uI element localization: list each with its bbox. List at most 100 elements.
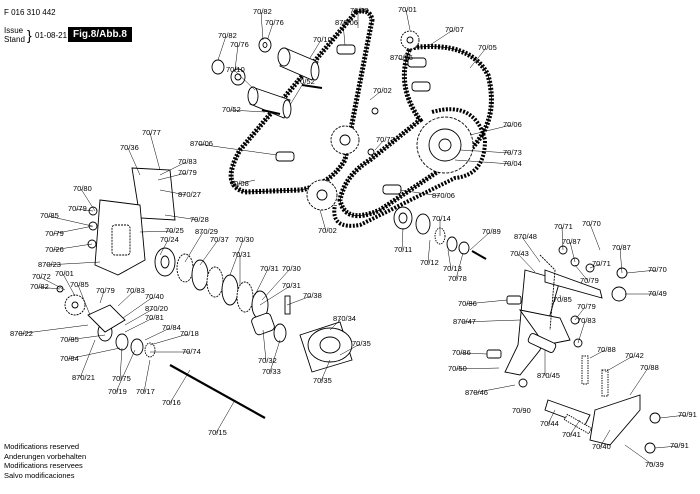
part-callout: 70/76 [230, 40, 249, 49]
leader-line [547, 409, 556, 425]
part-callout: 70/12 [420, 258, 439, 267]
leader-line [261, 268, 291, 301]
part-callout: 70/72 [32, 272, 51, 281]
part-callout: 70/81 [145, 313, 164, 322]
part-callout: 70/26 [45, 245, 64, 254]
part-callout: 870/46 [465, 388, 488, 397]
part-callout: 70/89 [482, 227, 501, 236]
part-callout: 70/86 [452, 348, 471, 357]
part-callout: 70/37 [210, 235, 229, 244]
part-callout: 70/35 [313, 376, 332, 385]
part-callout: 870/06 [390, 53, 413, 62]
leader-line [199, 239, 219, 266]
part-callout: 870/29 [195, 227, 218, 236]
part-callout: 70/24 [160, 235, 179, 244]
footer-line: Anderungen vorbehalten [4, 451, 87, 461]
part-callout: 870/06 [335, 18, 358, 27]
part-callout: 70/82 [30, 282, 49, 291]
leader-line [233, 69, 256, 91]
part-callout: 870/47 [453, 317, 476, 326]
leader-line [286, 295, 312, 306]
leader-line [569, 241, 576, 263]
part-callout: 870/23 [38, 260, 61, 269]
part-callout: 70/70 [582, 219, 601, 228]
leader-line [267, 22, 274, 39]
leader-line [405, 9, 411, 31]
leader-line [122, 296, 154, 319]
part-callout: 70/09 [350, 6, 369, 15]
leader-line [569, 419, 581, 436]
leader-line [427, 239, 431, 264]
part-callout: 70/44 [540, 419, 559, 428]
part-callout: 70/78 [448, 274, 467, 283]
part-callout: 70/06 [503, 120, 522, 129]
part-callout: 70/17 [136, 387, 155, 396]
footer-line: Modifications reserved [4, 442, 80, 451]
chain-link-parts [275, 44, 431, 195]
part-callout: 70/85 [553, 295, 572, 304]
leader-line [624, 444, 654, 466]
issue-date: 01-08-21 [35, 31, 68, 40]
leader-line [626, 269, 657, 274]
part-callout: 70/40 [145, 292, 164, 301]
part-callout: 70/52 [222, 105, 241, 114]
leader-line [654, 445, 679, 449]
leader-line [262, 329, 267, 362]
leader-line [342, 22, 346, 46]
part-callout: 70/01 [55, 269, 74, 278]
part-callout: 70/02 [318, 226, 337, 235]
leader-line [401, 227, 404, 251]
part-callout: 70/01 [398, 5, 417, 14]
part-callout: 70/70 [648, 265, 667, 274]
leader-line [80, 188, 96, 212]
leader-line [574, 264, 589, 282]
leader-line [577, 320, 586, 344]
part-callout: 70/73 [503, 148, 522, 157]
sprocket-group [64, 30, 474, 316]
leader-line [67, 334, 106, 341]
leader-line [604, 355, 634, 373]
part-callout: 70/04 [503, 159, 522, 168]
leader-line [397, 57, 409, 63]
part-callout: 70/14 [432, 214, 451, 223]
leader-line [319, 209, 327, 232]
part-callout: 70/85 [70, 280, 89, 289]
part-callout: 70/91 [670, 441, 689, 450]
part-callout: 70/38 [303, 291, 322, 300]
part-callout: 70/40 [592, 442, 611, 451]
part-callout: 870/06 [190, 139, 213, 148]
part-callout: 70/50 [448, 364, 467, 373]
part-callout: 70/79 [577, 302, 596, 311]
leader-line [143, 359, 151, 393]
part-callout: 70/49 [648, 289, 667, 298]
leader-line [169, 369, 191, 404]
leader-line [45, 261, 101, 266]
footer-line: Salvo modificaciones [4, 470, 75, 480]
leader-line [260, 11, 264, 41]
leader-line [561, 226, 564, 251]
part-callout: 70/86 [458, 299, 477, 308]
footer-line: Modifications reservees [4, 461, 83, 470]
leader-line [589, 263, 601, 269]
part-callout: 70/30 [282, 264, 301, 273]
leader-line [215, 399, 236, 434]
part-callout: 70/30 [235, 235, 254, 244]
leader-line [574, 306, 586, 321]
leader-line [149, 333, 189, 346]
part-callout: 70/79 [68, 204, 87, 213]
leader-line [469, 47, 487, 69]
part-callout: 70/19 [108, 387, 127, 396]
leader-line [472, 384, 516, 394]
brace-glyph: } [27, 27, 32, 43]
leader-line [157, 172, 187, 181]
leader-line [429, 29, 454, 46]
part-callout: 70/91 [678, 410, 697, 419]
leader-line [124, 317, 154, 333]
leader-line [159, 161, 187, 176]
part-callout: 70/88 [597, 345, 616, 354]
leader-line [455, 252, 464, 280]
leader-line [127, 147, 141, 176]
part-callout: 70/74 [182, 347, 201, 356]
leader-line [589, 349, 606, 359]
part-callout: 70/82 [218, 31, 237, 40]
